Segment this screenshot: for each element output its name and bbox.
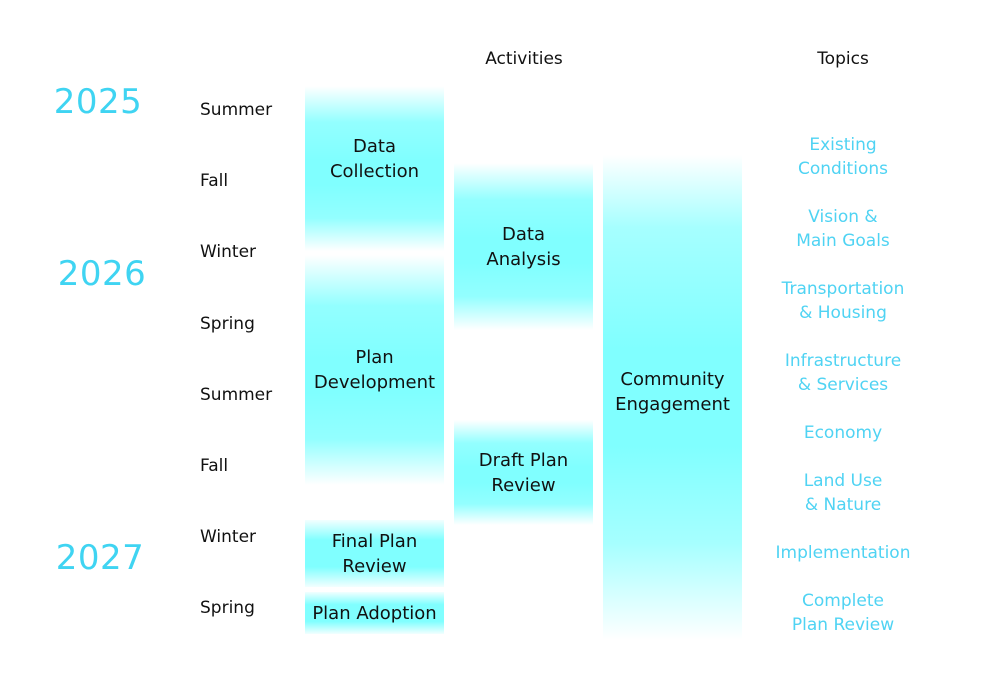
year-label: 2027 [55, 538, 145, 578]
topic-item: Transportation & Housing [770, 277, 916, 325]
activity-label: Plan Adoption [312, 602, 437, 624]
topic-label: Implementation [775, 543, 911, 563]
activity-label: Plan [355, 347, 394, 368]
topic-label: Main Goals [796, 231, 890, 251]
season-label: Winter [200, 527, 257, 547]
activity-label: Data [353, 135, 396, 157]
topic-label: Transportation [781, 279, 905, 299]
season-label: Summer [200, 385, 273, 405]
topic-label: Land Use [803, 471, 883, 491]
activity-bar-plan-development: Plan Development [305, 255, 444, 485]
topic-item: Vision & Main Goals [770, 205, 916, 253]
activity-label: Collection [329, 160, 420, 182]
topic-item: Economy [770, 421, 916, 445]
season-label: Fall [200, 456, 229, 476]
season-label: Spring [200, 598, 255, 618]
activity-bar-plan-adoption: Plan Adoption [305, 592, 444, 634]
season-label: Summer [200, 100, 273, 120]
season-label: Spring [200, 314, 255, 334]
activity-label: Engagement [615, 393, 730, 415]
topic-label: Economy [803, 423, 883, 443]
topic-label: & Housing [799, 303, 887, 323]
activities-header: Activities [485, 49, 563, 69]
activity-bar-community-engagement: Community Engagement [603, 155, 742, 640]
activity-label: Final Plan [331, 530, 418, 552]
activity-label: Review [342, 555, 407, 577]
topic-item: Complete Plan Review [770, 589, 916, 637]
activity-label: Analysis [486, 248, 561, 270]
season-label: Fall [200, 171, 229, 191]
season-label: Winter [200, 242, 257, 262]
topic-item: Land Use & Nature [770, 469, 916, 517]
topic-label: Vision & [808, 207, 878, 227]
topic-label: Complete [802, 591, 884, 611]
topic-label: & Services [797, 375, 889, 395]
activity-label: Development [313, 372, 436, 393]
activity-label: Review [491, 474, 556, 496]
activity-bar-data-analysis: Data Analysis [454, 163, 593, 330]
activity-bar-data-collection: Data Collection [305, 86, 444, 251]
topic-label: & Nature [804, 495, 882, 515]
activity-bar-final-plan-review: Final Plan Review [305, 520, 444, 587]
topic-label: Existing [809, 135, 877, 155]
topic-label: Infrastructure [784, 351, 902, 371]
topic-item: Infrastructure & Services [770, 349, 916, 397]
year-label: 2025 [53, 82, 143, 122]
topic-label: Plan Review [791, 615, 895, 635]
topic-item: Existing Conditions [770, 133, 916, 181]
activity-label: Draft Plan [478, 449, 569, 471]
activity-label: Community [620, 368, 725, 390]
year-label: 2026 [57, 254, 147, 294]
topics-header: Topics [817, 49, 869, 69]
activity-label: Data [502, 223, 545, 245]
topic-label: Conditions [798, 159, 888, 179]
topic-item: Implementation [770, 541, 916, 565]
activity-bar-draft-plan-review: Draft Plan Review [454, 420, 593, 525]
